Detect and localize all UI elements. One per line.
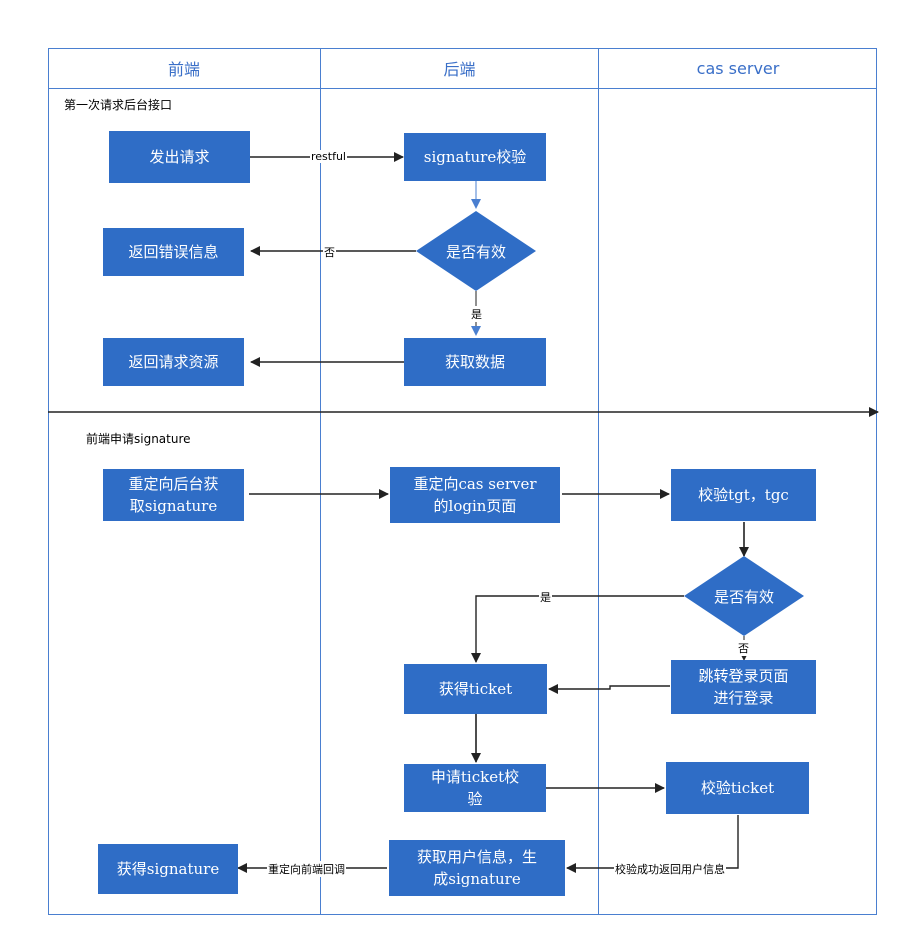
node-return-error: 返回错误信息 (103, 228, 244, 276)
edge-label-no-1: 否 (323, 244, 336, 260)
edge-label-yes-1: 是 (470, 306, 483, 322)
lane-title-frontend: 前端 (167, 60, 200, 79)
decision-diamond-2 (684, 556, 804, 636)
section-note-apply-signature: 前端申请signature (86, 432, 191, 446)
section-note-first-request: 第一次请求后台接口 (64, 98, 173, 112)
node-is-valid-2: 是否有效 (713, 587, 774, 606)
edge-label-yes-2: 是 (539, 589, 552, 605)
arrow-login-to-ticket (548, 684, 670, 694)
lane-title-backend: 后端 (443, 60, 476, 79)
edge-label-check-success: 校验成功返回用户信息 (614, 861, 726, 877)
node-apply-ticket-check: 申请ticket校 验 (404, 764, 546, 812)
node-jump-login: 跳转登录页面 进行登录 (671, 660, 816, 714)
node-get-user-info: 获取用户信息，生 成signature (389, 840, 565, 896)
node-redirect-cas-login: 重定向cas server 的login页面 (390, 467, 560, 523)
node-redirect-backend: 重定向后台获 取signature (103, 469, 244, 521)
header-divider (48, 88, 877, 89)
node-signature-check: signature校验 (404, 133, 546, 181)
node-return-resource: 返回请求资源 (103, 338, 244, 386)
node-fetch-data: 获取数据 (404, 338, 546, 386)
node-get-ticket: 获得ticket (404, 664, 547, 714)
edge-label-restful: restful (310, 150, 347, 163)
decision-diamond-1 (416, 211, 536, 291)
edge-label-no-2: 否 (737, 640, 750, 656)
lane-title-cas-server: cas server (696, 58, 780, 78)
node-check-tgt-tgc: 校验tgt，tgc (671, 469, 816, 521)
arrow-decision2-to-ticket (471, 595, 684, 663)
lane-divider-backend-cas (598, 48, 599, 915)
node-send-request: 发出请求 (109, 131, 250, 183)
node-got-signature: 获得signature (98, 844, 238, 894)
swimlane-frame (48, 48, 877, 915)
node-check-ticket: 校验ticket (666, 762, 809, 814)
edge-label-redirect-callback: 重定向前端回调 (267, 861, 346, 877)
lane-divider-frontend-backend (320, 48, 321, 915)
node-is-valid-1: 是否有效 (445, 242, 506, 261)
